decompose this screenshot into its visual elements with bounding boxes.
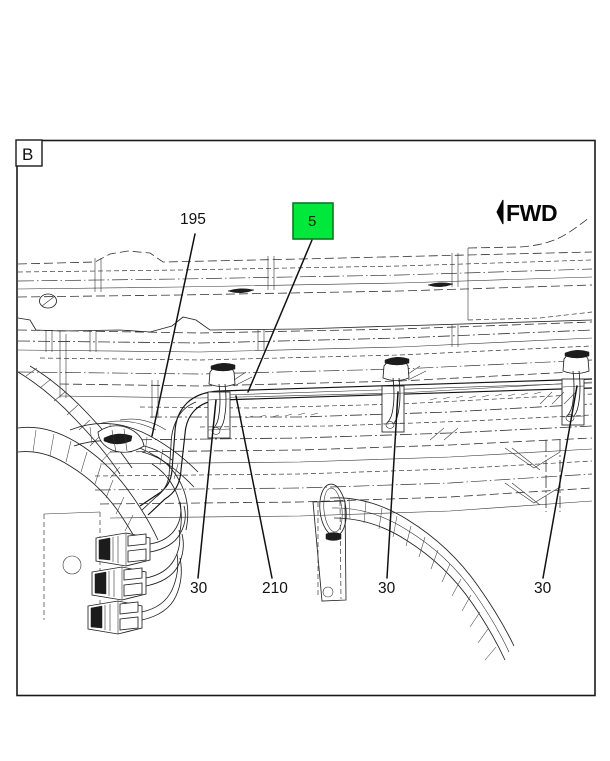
corrugated-hose-right [329, 497, 515, 661]
leader-5 [247, 239, 313, 393]
electrical-connector [87, 553, 182, 635]
electrical-connector [95, 501, 186, 567]
callout-30-c: 30 [534, 580, 552, 597]
highlight-label: 5 [308, 213, 316, 230]
callout-195: 195 [180, 211, 206, 228]
fwd-label: FWD [506, 200, 557, 226]
left-arrow-icon [496, 199, 504, 225]
frame-plate-lower-left [43, 511, 101, 620]
cad-linework [18, 216, 593, 661]
valve-fitting [97, 425, 173, 467]
hose-ring-clamp [319, 483, 347, 541]
leader-195 [151, 233, 196, 437]
fwd-marker: FWD [496, 199, 558, 226]
bracket-clamp-assembly [561, 350, 590, 426]
leader-210 [235, 395, 273, 579]
leader-30-b [386, 391, 399, 579]
diagram-frame [16, 139, 596, 697]
highlight-box [292, 202, 334, 240]
bracket-clamp-assembly [207, 363, 253, 439]
view-label-text: B [22, 145, 33, 164]
leader-30-c [542, 385, 578, 579]
hose-bundle-center [69, 418, 199, 488]
leader-lines [151, 233, 578, 579]
callout-30-a: 30 [190, 580, 208, 597]
callout-210: 210 [262, 580, 288, 597]
corrugated-hose-upleft [18, 365, 133, 479]
mounting-tab [312, 500, 347, 602]
view-label-b: B [15, 139, 43, 167]
leader-30-a [197, 399, 217, 579]
callout-labels: 195 30 210 30 30 [180, 211, 552, 597]
highlighted-callout-5[interactable]: 5 [292, 202, 334, 240]
callout-30-b: 30 [378, 580, 396, 597]
electrical-connector [91, 529, 184, 601]
